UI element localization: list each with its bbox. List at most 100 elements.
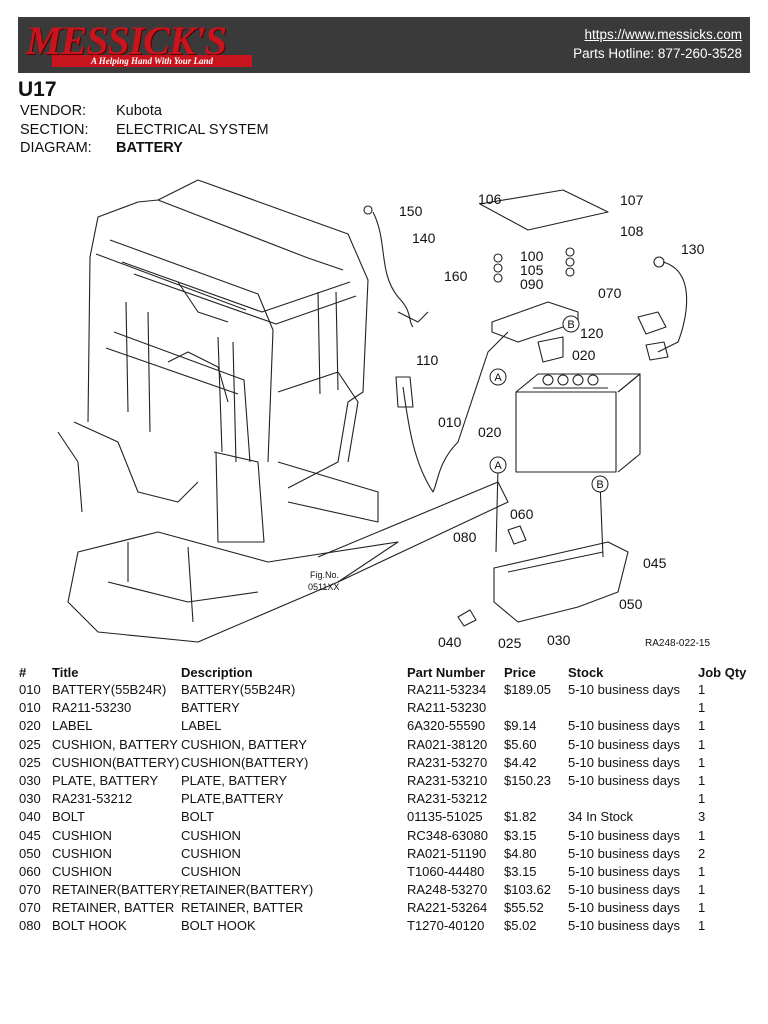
cell-part-number[interactable]: RA231-53212 <box>407 791 488 807</box>
cell-price <box>504 790 568 808</box>
cell-number: 060 <box>19 863 41 879</box>
callout-label: 060 <box>510 506 534 522</box>
model-title: U17 <box>18 78 57 101</box>
cell-job-qty: 1 <box>698 900 706 916</box>
cell-stock: 5-10 business days <box>568 736 681 752</box>
callout-label: 050 <box>619 596 643 612</box>
parts-hotline: Parts Hotline: 877-260-3528 <box>573 46 742 61</box>
cell-job-qty: 1 <box>698 772 706 788</box>
cell-price: $150.23 <box>504 772 551 788</box>
website-link[interactable]: https://www.messicks.com <box>584 27 742 42</box>
col-header-job-qty: Job Qty <box>698 665 747 680</box>
cell-part-number[interactable]: RA231-53270 <box>407 754 488 770</box>
cell-job-qty: 3 <box>698 809 706 825</box>
cell-number: 025 <box>19 736 41 752</box>
diagram-ref-code: RA248-022-15 <box>645 638 710 649</box>
cell-description: RETAINER, BATTER <box>181 900 304 916</box>
cell-job-qty: 1 <box>698 882 706 898</box>
cell-price: $189.05 <box>504 682 551 697</box>
cell-description: BATTERY <box>181 700 240 716</box>
cell-number: 045 <box>19 827 41 843</box>
table-row[interactable]: 070 RETAINER, BATTER RETAINER, BATTER RA221… <box>19 899 749 917</box>
cell-part-number[interactable]: RC348-63080 <box>407 827 488 843</box>
cell-title: BOLT <box>52 809 85 825</box>
messicks-logo[interactable]: MESSICK'S A Helping Hand With Your Land <box>26 19 256 69</box>
cell-stock: 5-10 business days <box>568 918 681 934</box>
cell-job-qty: 1 <box>698 718 706 734</box>
meta-label: SECTION: <box>20 121 89 138</box>
cell-number: 010 <box>19 700 41 716</box>
cell-stock: 5-10 business days <box>568 882 681 898</box>
cell-stock: 5-10 business days <box>568 845 681 861</box>
cell-stock: 5-10 business days <box>568 900 681 916</box>
cell-price: $3.15 <box>504 863 537 879</box>
parts-table: # Title Description Part Number Price St… <box>19 664 749 936</box>
cell-stock: 5-10 business days <box>568 772 681 788</box>
cell-number: 070 <box>19 900 41 916</box>
meta-value: ELECTRICAL SYSTEM <box>116 121 269 138</box>
cell-part-number[interactable]: RA248-53270 <box>407 882 488 898</box>
meta-section: SECTION: ELECTRICAL SYSTEM <box>20 121 269 140</box>
cell-description: CUSHION <box>181 863 241 879</box>
table-header: # Title Description Part Number Price St… <box>19 664 749 681</box>
col-header-title: Title <box>52 665 79 680</box>
callout-label: 110 <box>416 352 439 368</box>
cell-part-number[interactable]: T1270-40120 <box>407 918 485 934</box>
cell-description: CUSHION <box>181 827 241 843</box>
callout-label: 108 <box>620 223 644 239</box>
cell-description: PLATE, BATTERY <box>181 772 288 788</box>
callout-label: 025 <box>498 635 522 651</box>
marker-a: A <box>494 372 502 384</box>
cell-part-number[interactable]: RA021-51190 <box>407 845 487 861</box>
cell-part-number[interactable]: RA211-53230 <box>407 700 487 716</box>
meta-label: VENDOR: <box>20 103 87 119</box>
cell-price: $5.02 <box>504 918 537 934</box>
frame-drawing <box>57 179 688 643</box>
cell-title: CUSHION <box>52 827 112 843</box>
col-header-stock: Stock <box>568 665 604 680</box>
cell-title: CUSHION(BATTERY) <box>52 754 180 770</box>
meta-diagram: DIAGRAM: BATTERY <box>20 139 269 158</box>
cell-description: BATTERY(55B24R) <box>181 682 296 697</box>
cell-job-qty: 2 <box>698 845 706 861</box>
cell-part-number[interactable]: RA221-53264 <box>407 900 488 916</box>
cell-description: PLATE,BATTERY <box>181 791 284 807</box>
cell-part-number[interactable]: RA021-38120 <box>407 736 488 752</box>
callout-label: 107 <box>620 192 644 208</box>
marker-a: A <box>494 460 502 472</box>
battery-exploded-view: 106 107 108 150 140 100 105 090 070 130 … <box>57 179 710 651</box>
logo-tagline: A Helping Hand With Your Land <box>52 55 252 67</box>
cell-part-number[interactable]: 01135-51025 <box>407 809 483 825</box>
callout-label: 100 <box>520 248 544 264</box>
cell-description: LABEL <box>181 718 222 734</box>
cell-part-number[interactable]: RA211-53234 <box>407 682 487 697</box>
callout-label: 045 <box>643 555 667 571</box>
cell-stock <box>568 699 698 717</box>
cell-job-qty: 1 <box>698 682 706 697</box>
cell-part-number[interactable]: T1060-44480 <box>407 863 485 879</box>
cell-description: RETAINER(BATTERY) <box>181 882 314 898</box>
callout-label: 106 <box>478 191 502 207</box>
cell-part-number[interactable]: RA231-53210 <box>407 772 488 788</box>
cell-job-qty: 1 <box>698 918 706 934</box>
cell-price: $103.62 <box>504 882 551 898</box>
fig-code: 0511XX <box>308 582 339 592</box>
cell-part-number[interactable]: 6A320-55590 <box>407 718 486 734</box>
parts-diagram: 106 107 108 150 140 100 105 090 070 130 … <box>18 162 750 656</box>
callout-label: 080 <box>453 529 477 545</box>
cell-title: RETAINER, BATTER <box>52 900 175 916</box>
callout-label: 150 <box>399 203 423 219</box>
